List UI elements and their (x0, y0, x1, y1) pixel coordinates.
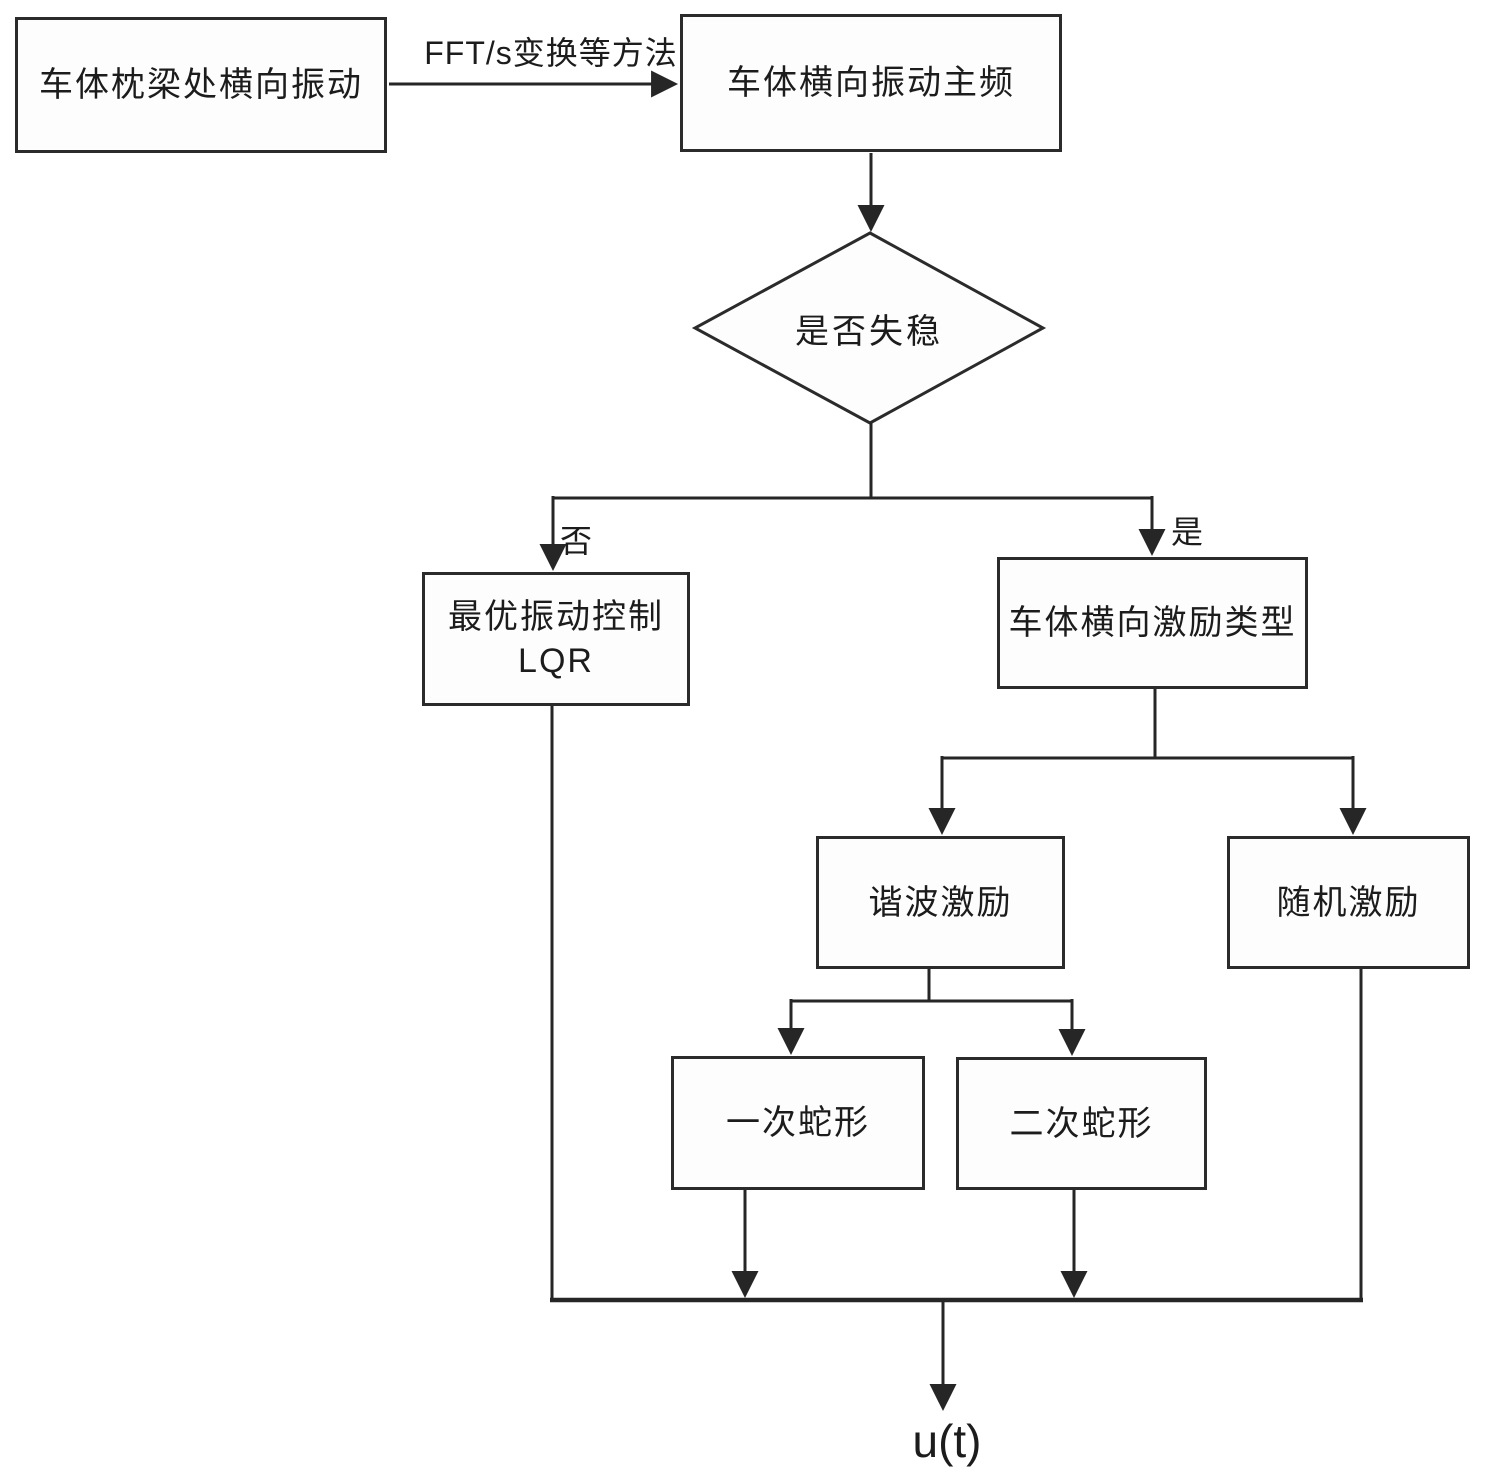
node-label: 一次蛇形 (726, 1104, 870, 1142)
node-random-excitation: 随机激励 (1227, 836, 1470, 969)
node-label-line2: LQR (518, 642, 594, 680)
node-label: 谐波激励 (868, 883, 1013, 922)
node-body-lateral-vibration-main-frequency: 车体横向振动主频 (680, 14, 1062, 152)
node-harmonic-excitation: 谐波激励 (816, 836, 1065, 969)
node-label: 是否失稳 (795, 312, 943, 351)
node-optimal-vibration-control-lqr: 最优振动控制 LQR (422, 572, 690, 706)
node-label: 车体横向振动主频 (727, 64, 1015, 102)
node-primary-hunting: 一次蛇形 (671, 1056, 925, 1190)
node-body-lateral-excitation-type: 车体横向激励类型 (997, 557, 1308, 689)
node-secondary-hunting: 二次蛇形 (956, 1057, 1207, 1190)
node-label: 二次蛇形 (1009, 1104, 1154, 1143)
node-label: 随机激励 (1276, 883, 1421, 922)
node-decision-instability: 是否失稳 (695, 233, 1043, 423)
node-label: 车体横向激励类型 (1008, 604, 1297, 642)
node-label: 车体枕梁处横向振动 (39, 66, 363, 104)
edge-label-fft-transform: FFT/s变换等方法 (424, 35, 678, 71)
node-label-line1: 最优振动控制 (448, 598, 664, 636)
edge-label-output-ut: u(t) (912, 1415, 982, 1467)
edge-label-yes: 是 (1171, 514, 1205, 550)
node-body-bolster-lateral-vibration: 车体枕梁处横向振动 (15, 17, 387, 153)
edge-label-no: 否 (560, 523, 594, 559)
